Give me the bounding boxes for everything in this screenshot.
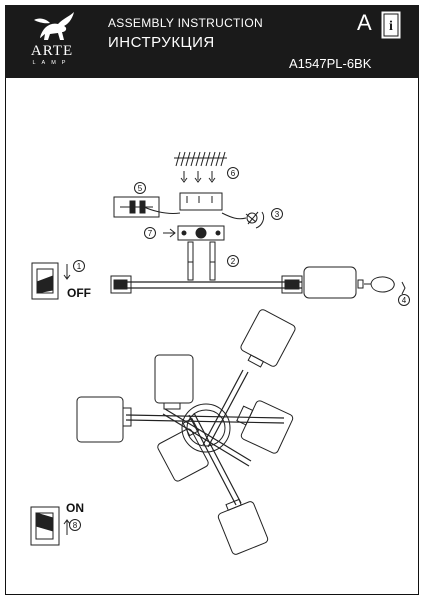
switch-icon xyxy=(31,262,71,300)
svg-text:3: 3 xyxy=(275,210,280,219)
rod-left xyxy=(187,241,194,281)
svg-text:1: 1 xyxy=(77,262,82,271)
title-english: ASSEMBLY INSTRUCTION xyxy=(108,16,263,30)
step-5: 5 xyxy=(134,182,146,194)
step-7: 7 xyxy=(144,227,156,239)
step-6: 6 xyxy=(227,167,239,179)
title-russian: ИНСТРУКЦИЯ xyxy=(108,34,215,51)
header-bar xyxy=(5,5,419,78)
model-number: A1547PL-6BK xyxy=(289,56,372,71)
switch-on-icon xyxy=(30,506,71,546)
label-off: OFF xyxy=(67,286,91,300)
bar-end-right xyxy=(281,275,303,294)
label-on: ON xyxy=(66,501,84,515)
bulb-icon xyxy=(364,276,395,293)
step-3: 3 xyxy=(271,208,283,220)
svg-text:8: 8 xyxy=(73,521,78,530)
screwdriver-icon xyxy=(245,211,265,229)
bar-end-left xyxy=(110,275,132,294)
assembled-chandelier xyxy=(76,309,296,555)
ceiling-hatch xyxy=(174,151,227,167)
step-1: 1 xyxy=(73,260,85,272)
step-4: 4 xyxy=(398,294,410,306)
step-8: 8 xyxy=(69,519,81,531)
canopy xyxy=(177,225,225,241)
svg-text:5: 5 xyxy=(138,184,143,193)
brand-name: ARTE xyxy=(30,43,74,59)
svg-text:6: 6 xyxy=(231,169,236,178)
step-2: 2 xyxy=(227,255,239,267)
svg-text:2: 2 xyxy=(231,257,236,266)
drill-icon xyxy=(180,171,216,183)
header-letter: A xyxy=(357,10,372,35)
svg-text:4: 4 xyxy=(402,296,407,305)
logo-griffin-icon xyxy=(34,12,74,40)
brand-sub: LAMP xyxy=(32,60,72,66)
info-book-icon: i xyxy=(381,11,401,39)
lampshade-icon xyxy=(303,266,357,299)
rod-right xyxy=(209,241,216,281)
mounting-plate xyxy=(179,192,223,211)
svg-text:7: 7 xyxy=(148,229,153,238)
wire-connector-icon xyxy=(113,196,160,218)
svg-text:i: i xyxy=(389,19,393,34)
brand-logo: ARTE LAMP xyxy=(20,10,84,70)
